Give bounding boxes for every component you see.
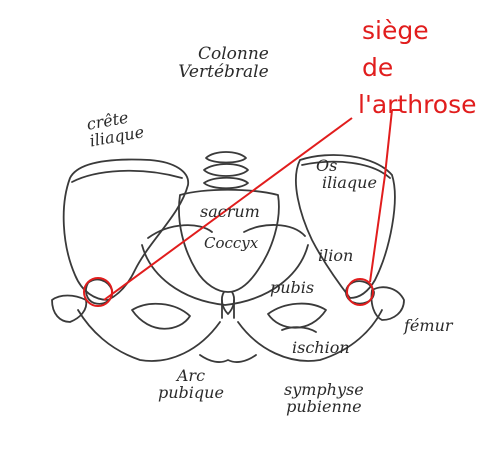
label-colonne-vertebrale: Colonne Vertébrale: [178, 44, 269, 82]
annotation-line1: siège: [362, 16, 429, 45]
vertebra-3: [203, 176, 249, 190]
label-symphyse-pubienne: symphyse pubienne: [284, 380, 364, 416]
pointer-line-left: [103, 117, 353, 301]
right-obturator: [267, 302, 327, 329]
symphysis-mark: [221, 299, 235, 319]
pelvic-inlet: [141, 244, 309, 306]
left-ilium-outline: [62, 158, 189, 301]
label-symphyse-line2: pubienne: [286, 396, 362, 416]
annotation-line3: l'arthrose: [358, 90, 477, 119]
annotation-line2: de: [362, 53, 394, 82]
vertebra-2: [203, 163, 249, 177]
sacrum-inner-right: [243, 224, 306, 237]
right-femur-stub: [370, 286, 405, 321]
sacrum-inner-left: [147, 224, 213, 239]
label-ischion: ischion: [292, 338, 350, 357]
left-femur-stub: [51, 294, 88, 323]
coccyx-outline: [221, 291, 235, 315]
label-colonne-line2: Vertébrale: [178, 61, 269, 82]
vertebra-1: [205, 151, 247, 164]
right-ilium-outline: [295, 154, 396, 299]
label-coccyx: Coccyx: [204, 234, 259, 252]
label-os-line1: Os: [316, 156, 338, 175]
lower-pelvis-left: [77, 309, 221, 362]
left-hip-highlight: [83, 277, 113, 307]
label-arc-line1: Arc: [176, 366, 206, 385]
label-os-iliaque: Os iliaque: [312, 156, 377, 192]
label-symphyse-line1: symphyse: [284, 380, 364, 399]
left-crest-edge: [71, 169, 183, 183]
pubic-arc-bracket: [199, 354, 257, 363]
label-ilion: ilion: [318, 246, 354, 265]
label-colonne-line1: Colonne: [198, 44, 269, 64]
label-arc-pubique: Arc pubique: [158, 366, 224, 402]
pointer-line-right: [369, 109, 393, 283]
sacrum-outline: [178, 188, 280, 293]
label-sacrum: sacrum: [200, 202, 260, 221]
ischion-mark: [281, 326, 317, 333]
label-pubis: pubis: [270, 278, 315, 297]
label-os-line2: iliaque: [322, 172, 377, 192]
left-obturator: [131, 302, 191, 330]
label-femur: fémur: [404, 316, 453, 335]
label-arc-line2: pubique: [158, 382, 224, 402]
lower-pelvis-right: [237, 309, 383, 362]
right-hip-highlight: [346, 278, 374, 306]
right-crest-edge: [301, 160, 391, 179]
